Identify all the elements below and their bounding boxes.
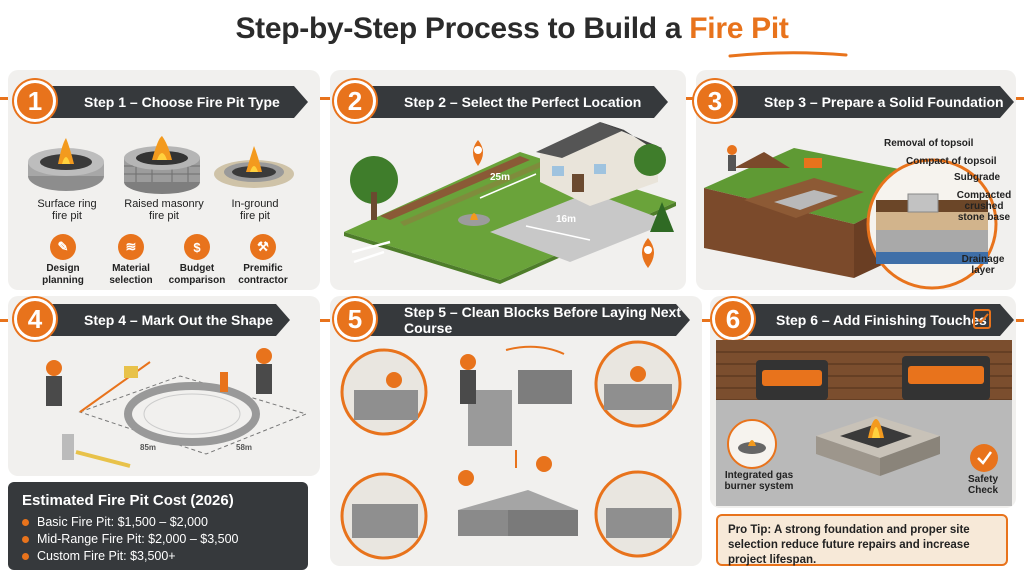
bullet-icon	[22, 535, 29, 543]
step-5-header: Step 5 – Clean Blocks Before Laying Next…	[350, 304, 690, 336]
gas-burner-label: Integrated gas burner system	[724, 470, 794, 492]
in-ground-fire-pit-illustration	[214, 146, 294, 188]
step-3-number: 3	[694, 80, 736, 122]
step-4-number: 4	[14, 298, 56, 340]
planning-icon-label: Premific contractor	[238, 263, 288, 286]
contractor-icon: ⚒	[250, 234, 276, 260]
foundation-layer-label: Removal of topsoil	[884, 138, 974, 149]
step-3-header: Step 3 – Prepare a Solid Foundation	[710, 86, 1014, 118]
title-underline	[728, 51, 848, 58]
measure-label: 25m	[490, 172, 511, 183]
cost-title: Estimated Fire Pit Cost (2026)	[22, 492, 234, 509]
title-main: Step-by-Step Process to Build a	[235, 12, 690, 45]
step-4-header: Step 4 – Mark Out the Shape	[30, 304, 290, 336]
block-laying-illustration	[340, 340, 682, 560]
design-icon: ✎	[50, 234, 76, 260]
step-2-header: Step 2 – Select the Perfect Location	[350, 86, 668, 118]
money-bag-icon: $	[184, 234, 210, 260]
step-2-number: 2	[334, 80, 376, 122]
bullet-icon	[22, 552, 29, 560]
foundation-layer-label: Subgrade	[954, 172, 1001, 183]
cost-item: Mid-Range Fire Pit: $2,000 – $3,500	[22, 532, 294, 546]
step-1-header: Step 1 – Choose Fire Pit Type	[30, 86, 308, 118]
backyard-location-illustration	[344, 122, 676, 284]
cost-item: Custom Fire Pit: $3,500+	[22, 549, 294, 563]
raised-masonry-fire-pit-illustration	[124, 136, 200, 194]
pro-tip-box: Pro Tip: A strong foundation and proper …	[716, 514, 1008, 566]
pit-type-label: Raised masonry fire pit	[124, 198, 204, 223]
cost-estimate-box: Estimated Fire Pit Cost (2026) Basic Fir…	[8, 482, 308, 570]
pit-type-label: Surface ring fire pit	[37, 198, 97, 223]
finished-fire-pit-patio-illustration	[716, 340, 1012, 506]
page-title: Step-by-Step Process to Build a Fire Pit	[0, 12, 1024, 46]
safety-check-label: Safety Check	[967, 474, 998, 496]
planning-icon-label: Budget comparison	[168, 263, 226, 286]
foundation-layer-label: Drainage layer	[961, 254, 1005, 276]
measure-label: 58m	[236, 443, 253, 452]
step-5-number: 5	[334, 298, 376, 340]
surface-ring-fire-pit-illustration	[28, 138, 104, 191]
foundation-cutaway-illustration	[704, 145, 998, 290]
mark-out-shape-illustration	[46, 348, 308, 468]
foundation-layer-label: Compacted crushed stone base	[956, 190, 1012, 223]
layers-icon: ≋	[118, 234, 144, 260]
planning-icon-label: Material selection	[109, 263, 153, 286]
measure-label: 85m	[140, 443, 157, 452]
measure-label: 16m	[556, 214, 577, 225]
check-doc-icon	[973, 309, 991, 329]
cost-item: Basic Fire Pit: $1,500 – $2,000	[22, 515, 294, 529]
step-1-number: 1	[14, 80, 56, 122]
foundation-layer-label: Compact of topsoil	[906, 156, 997, 167]
pit-type-label: In-ground fire pit	[231, 198, 279, 223]
bullet-icon	[22, 518, 29, 526]
planning-icon-label: Design planning	[42, 263, 84, 286]
step-6-header: Step 6 – Add Finishing Touches	[730, 304, 1014, 336]
step-6-number: 6	[712, 298, 754, 340]
title-accent: Fire Pit	[689, 12, 789, 45]
